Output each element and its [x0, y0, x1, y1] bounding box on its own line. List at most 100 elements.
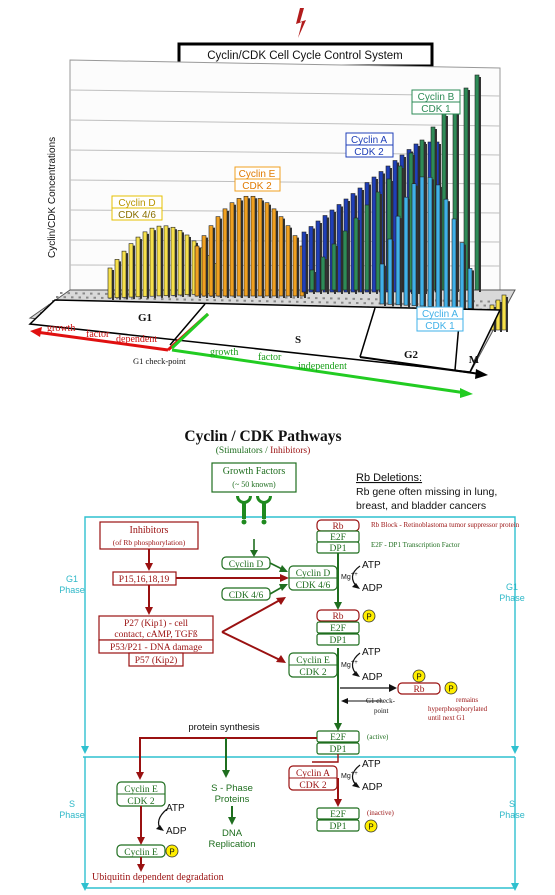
- svg-text:DP1: DP1: [330, 636, 347, 646]
- svg-text:P: P: [368, 823, 373, 832]
- active-label: (active): [367, 733, 389, 741]
- svg-text:ATP: ATP: [362, 759, 381, 770]
- independent-word-2: factor: [258, 352, 282, 363]
- svg-text:Mg++: Mg++: [341, 572, 358, 581]
- svg-text:Growth Factors: Growth Factors: [223, 466, 286, 477]
- phase-s-label: S: [295, 334, 301, 346]
- svg-text:ADP: ADP: [362, 583, 383, 594]
- svg-text:E2F: E2F: [330, 810, 346, 820]
- svg-text:P: P: [416, 673, 421, 682]
- svg-text:Rb: Rb: [413, 685, 424, 695]
- dp1-inactive: [316, 819, 360, 832]
- svg-text:DP1: DP1: [330, 822, 347, 832]
- svg-text:Cyclin A: Cyclin A: [422, 309, 458, 320]
- growth-factors-box: [211, 462, 297, 493]
- label-cyclin-d: Cyclin D CDK 4/6: [111, 195, 163, 221]
- label-cyclin-e: Cyclin E CDK 2: [234, 166, 281, 192]
- svg-text:Cyclin A: Cyclin A: [296, 769, 330, 779]
- svg-text:Cyclin E: Cyclin E: [124, 785, 158, 795]
- svg-text:CDK 2: CDK 2: [299, 668, 326, 678]
- pathways-title: Cyclin / CDK Pathways: [184, 428, 341, 445]
- svg-text:(of Rb phosphorylation): (of Rb phosphorylation): [113, 538, 186, 547]
- receptor-icon: [236, 496, 272, 525]
- svg-text:(~ 50 known): (~ 50 known): [232, 480, 276, 489]
- rb-deletions-line-1: Rb gene often missing in lung,: [356, 486, 497, 498]
- e2f-box-2: [316, 621, 360, 634]
- svg-text:ATP: ATP: [166, 803, 185, 814]
- independent-arrow: [170, 312, 210, 350]
- svg-text:Mg++: Mg++: [341, 771, 358, 780]
- y-axis-label: Cyclin/CDK Concentrations: [47, 137, 58, 258]
- svg-text:P57 (Kip2): P57 (Kip2): [135, 655, 178, 666]
- rb-box-2: [316, 609, 360, 622]
- rb-deletions-title: Rb Deletions:: [356, 472, 422, 484]
- rb-deletions-line-2: breast, and bladder cancers: [356, 500, 486, 512]
- svg-text:E2F: E2F: [330, 624, 346, 634]
- svg-text:Cyclin D: Cyclin D: [296, 569, 331, 579]
- svg-text:CDK 4/6: CDK 4/6: [118, 210, 156, 221]
- independent-word-1: growth: [210, 347, 238, 358]
- svg-text:Cyclin E: Cyclin E: [124, 848, 158, 858]
- phase-g2-label: G2: [404, 349, 419, 361]
- label-cyclin-b: Cyclin B CDK 1: [411, 89, 461, 115]
- phosphate-icon: [364, 819, 378, 833]
- svg-text:P: P: [448, 685, 453, 694]
- svg-text:Cyclin D: Cyclin D: [118, 198, 155, 209]
- svg-text:CDK 2: CDK 2: [242, 181, 272, 192]
- dp1-box-2: [316, 633, 360, 646]
- g1-checkpoint-label: G1 check-point: [133, 356, 186, 366]
- lightning-icon: [296, 8, 306, 38]
- svg-text:Rb: Rb: [332, 612, 343, 622]
- g1-checkpoint-small: G1 check-point: [366, 697, 396, 715]
- svg-text:Cyclin E: Cyclin E: [239, 169, 276, 180]
- inactive-label: (inactive): [367, 809, 394, 817]
- dependent-word-1: growth: [47, 323, 75, 334]
- svg-text:ATP: ATP: [362, 560, 381, 571]
- phase-frame: [83, 516, 516, 889]
- phase-g1-label: G1: [138, 312, 152, 324]
- svg-text:E2F: E2F: [330, 533, 346, 543]
- pathways-subtitle: (Stimulators / Inhibitors): [216, 445, 310, 456]
- rb-block-note: Rb Block - Retinoblastoma tumor suppress…: [371, 521, 520, 529]
- svg-text:ATP: ATP: [362, 647, 381, 658]
- ubiquitin-label: Ubiquitin dependent degradation: [92, 872, 224, 883]
- svg-text:CDK 2: CDK 2: [127, 797, 154, 807]
- chart-title: Cyclin/CDK Cell Cycle Control System: [207, 50, 403, 62]
- bar-group: [107, 74, 508, 332]
- e2f-active: [316, 730, 360, 743]
- p57-box: [128, 652, 184, 667]
- svg-text:Mg++: Mg++: [341, 660, 358, 669]
- svg-text:CDK 1: CDK 1: [421, 104, 451, 115]
- svg-text:Cyclin A: Cyclin A: [351, 135, 387, 146]
- svg-text:Inhibitors: Inhibitors: [130, 525, 169, 536]
- phosphate-icon: [444, 681, 458, 695]
- svg-text:Cyclin D: Cyclin D: [229, 560, 264, 570]
- svg-text:P27 (Kip1) - cell: P27 (Kip1) - cell: [124, 618, 188, 629]
- time-arrow: [359, 356, 481, 375]
- svg-text:CDK 1: CDK 1: [425, 321, 455, 332]
- svg-text:CDK 4/6: CDK 4/6: [229, 591, 264, 601]
- svg-text:DP1: DP1: [330, 544, 347, 554]
- svg-text:DP1: DP1: [330, 745, 347, 755]
- independent-word-3: independent: [298, 361, 347, 372]
- phosphate-icon: [165, 844, 179, 858]
- dependent-word-3: dependent: [116, 334, 157, 345]
- dependent-arrow: [35, 330, 169, 352]
- rb-box-3: [397, 682, 441, 695]
- svg-text:CDK 2: CDK 2: [354, 147, 384, 158]
- p27-box: [98, 615, 214, 641]
- svg-text:CDK 2: CDK 2: [299, 781, 326, 791]
- e2f-inactive: [316, 807, 360, 820]
- label-cyclin-a: Cyclin A CDK 2: [345, 132, 394, 158]
- svg-text:CDK 4/6: CDK 4/6: [296, 581, 331, 591]
- svg-text:ADP: ADP: [166, 826, 187, 837]
- svg-text:Cyclin B: Cyclin B: [418, 92, 455, 103]
- e2f-note: E2F - DP1 Transcription Factor: [371, 541, 460, 549]
- svg-text:Cyclin E: Cyclin E: [296, 656, 330, 666]
